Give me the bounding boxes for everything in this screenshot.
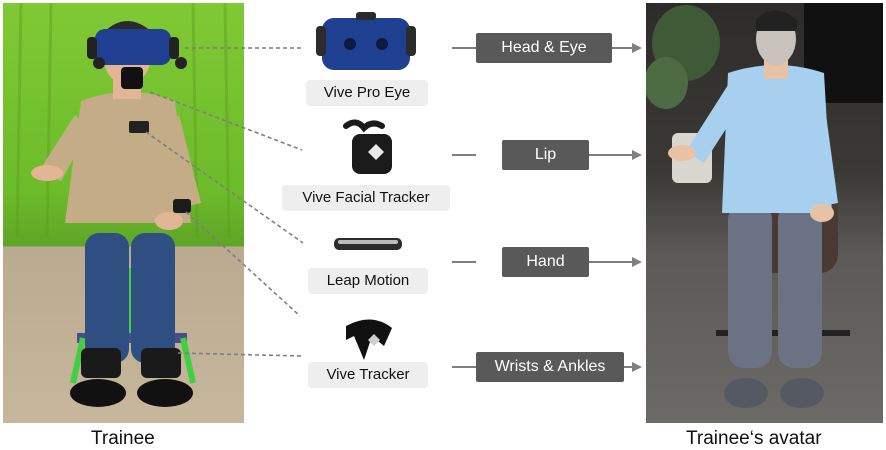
device-label-leap-motion: Leap Motion <box>308 268 428 294</box>
signal-box-wrists-ankles: Wrists & Ankles <box>476 352 624 382</box>
leap-motion-icon <box>334 238 402 250</box>
vive-facial-tracker-icon <box>343 119 392 174</box>
caption-trainee-avatar: Trainee‘s avatar <box>686 428 822 449</box>
device-label-vive-pro-eye: Vive Pro Eye <box>306 80 428 106</box>
avatar-photo <box>646 3 883 423</box>
signal-box-head-eye: Head & Eye <box>476 33 612 63</box>
vive-tracker-icon <box>346 319 392 360</box>
avatar-figure <box>668 10 838 408</box>
caption-trainee: Trainee <box>91 428 155 449</box>
device-label-vive-tracker: Vive Tracker <box>308 362 428 388</box>
trainee-figure <box>31 21 201 407</box>
device-label-vive-facial-tracker: Vive Facial Tracker <box>282 185 450 211</box>
leader-vive-facial-tracker <box>149 91 303 151</box>
vive-pro-eye-icon <box>316 12 416 70</box>
trainee-photo <box>3 3 244 423</box>
signal-box-hand: Hand <box>502 247 589 277</box>
leader-vive-tracker-wrist <box>185 211 301 317</box>
signal-box-lip: Lip <box>502 140 589 170</box>
